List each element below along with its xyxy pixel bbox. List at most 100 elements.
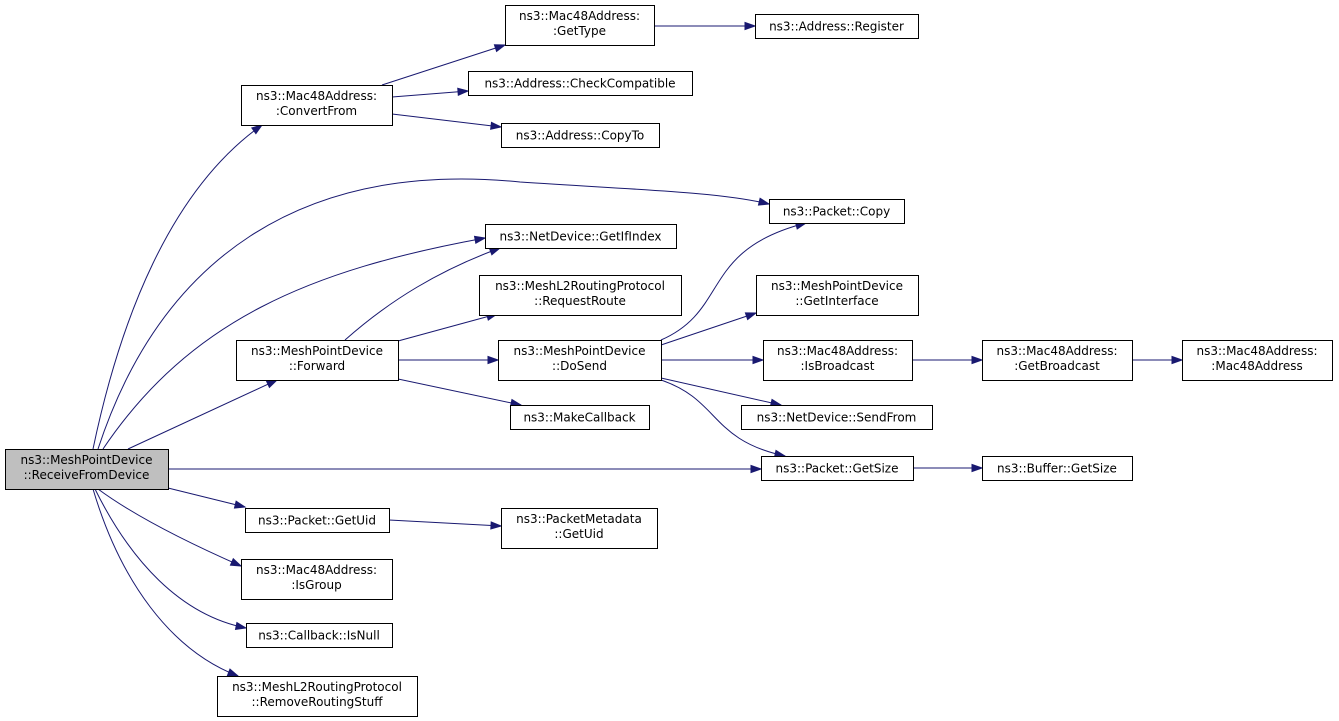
node-label-line: :IsGroup [291,578,341,592]
node-box [498,340,662,381]
edge-pgetsize-to-bgetsize [913,463,984,473]
edge-line [660,379,786,457]
node-label-line: ns3::Mac48Address: [256,563,377,577]
node-box [769,199,905,224]
edge-gettype-to-register [654,21,757,31]
edges-layer [92,21,1184,677]
edge-forward-to-makecallback [397,378,523,407]
edge-line [397,378,522,406]
node-label-line: ::GetUid [554,527,603,541]
node-box [241,85,393,126]
edge-receive-to-pgetuid [167,487,247,509]
node-box [246,623,393,648]
node-box [245,508,390,533]
node-box [5,449,169,490]
node-box [510,405,650,430]
node-label-line: ::Forward [289,359,345,373]
node-label-line: :Mac48Address [1211,359,1302,373]
node-label-line: ns3::Mac48Address: [1197,344,1318,358]
edge-line [97,178,770,450]
edge-arrowhead [1171,355,1184,365]
edge-line [660,222,807,341]
node-label-line: ns3::MeshPointDevice [20,453,152,467]
edge-arrowhead [752,355,765,365]
node-callback-isnull[interactable]: ns3::Callback::IsNull [246,623,393,648]
node-label-line: ns3::Packet::GetUid [258,514,376,528]
node-makecallback[interactable]: ns3::MakeCallback [510,405,650,430]
edge-arrowhead [490,521,503,530]
edge-convertfrom-to-copyto [391,113,503,130]
node-label-line: ::ReceiveFromDevice [24,468,150,482]
edge-line [127,379,278,450]
node-label-line: ns3::MeshPointDevice [513,344,645,358]
edge-dosend-to-sendfrom [660,377,783,407]
edge-arrowhead [493,44,507,53]
node-label-line: ns3::MeshL2RoutingProtocol [495,279,665,293]
edge-receive-to-getifindex [102,235,487,450]
node-mac48address-getbroadcast[interactable]: ns3::Mac48Address::GetBroadcast [982,340,1133,381]
node-label-line: ns3::NetDevice::GetIfIndex [500,230,662,244]
edge-line [391,113,502,128]
node-label-line: ns3::MeshL2RoutingProtocol [232,680,402,694]
node-label-line: ::RequestRoute [534,294,626,308]
node-address-checkcompatible[interactable]: ns3::Address::CheckCompatible [468,71,693,96]
node-packet-getuid[interactable]: ns3::Packet::GetUid [245,508,390,533]
edge-arrowhead [234,621,248,631]
node-netdevice-sendfrom[interactable]: ns3::NetDevice::SendFrom [741,405,933,430]
node-meshpointdevice-receivefromdevice[interactable]: ns3::MeshPointDevice::ReceiveFromDevice [5,449,169,490]
node-mac48address-gettype[interactable]: ns3::Mac48Address::GetType [505,5,655,46]
node-label-line: ns3::MakeCallback [523,411,635,425]
node-box [479,275,682,316]
node-mac48address-convertfrom[interactable]: ns3::Mac48Address::ConvertFrom [241,85,393,126]
edge-forward-to-getifindex [344,247,502,341]
node-address-register[interactable]: ns3::Address::Register [755,14,919,39]
edge-isbroadcast-to-getbroadcast [912,355,984,365]
node-packetmetadata-getuid[interactable]: ns3::PacketMetadata::GetUid [501,508,658,549]
node-meshl2routingprotocol-removeroutingstuff[interactable]: ns3::MeshL2RoutingProtocol::RemoveRoutin… [217,676,418,717]
node-meshl2routingprotocol-requestroute[interactable]: ns3::MeshL2RoutingProtocol::RequestRoute [479,275,682,316]
node-box [763,340,913,381]
node-label-line: ns3::MeshPointDevice [771,279,903,293]
node-mac48address-mac48address[interactable]: ns3::Mac48Address::Mac48Address [1182,340,1333,381]
edge-line [397,313,498,342]
node-box [217,676,418,717]
edge-receive-to-pgetsize [168,464,763,474]
edge-convertfrom-to-checkcompat [391,87,470,98]
edge-receive-to-convertfrom [92,124,264,450]
node-packet-getsize[interactable]: ns3::Packet::GetSize [761,456,914,481]
node-packet-copy[interactable]: ns3::Packet::Copy [769,199,905,224]
edge-line [391,90,469,98]
node-label-line: :GetBroadcast [1014,359,1100,373]
node-address-copyto[interactable]: ns3::Address::CopyTo [501,123,660,148]
edge-line [167,487,246,508]
node-meshpointdevice-forward[interactable]: ns3::MeshPointDevice::Forward [236,340,399,381]
node-label-line: ns3::Mac48Address: [519,9,640,23]
nodes-layer: ns3::MeshPointDevice::ReceiveFromDevicen… [5,5,1333,717]
edge-forward-to-dosend [398,355,500,365]
edge-line [92,488,239,677]
edge-line [660,312,757,346]
edge-arrowhead [757,197,771,206]
node-label-line: ns3::PacketMetadata [516,512,642,526]
node-meshpointdevice-dosend[interactable]: ns3::MeshPointDevice::DoSend [498,340,662,381]
node-buffer-getsize[interactable]: ns3::Buffer::GetSize [982,456,1133,481]
node-label-line: ::GetInterface [795,294,878,308]
node-box [241,559,393,600]
edge-arrowhead [229,557,243,567]
node-mac48address-isbroadcast[interactable]: ns3::Mac48Address::IsBroadcast [763,340,913,381]
node-label-line: ns3::Mac48Address: [997,344,1118,358]
edge-line [381,44,506,86]
edge-arrowhead [490,121,503,130]
edge-arrowhead [251,124,264,135]
edge-line [102,237,486,450]
edge-arrowhead [233,500,247,509]
edge-line [660,377,782,406]
edge-receive-to-pcopy [97,178,771,450]
node-meshpointdevice-getinterface[interactable]: ns3::MeshPointDevice::GetInterface [756,275,919,316]
node-mac48address-isgroup[interactable]: ns3::Mac48Address::IsGroup [241,559,393,600]
edge-arrowhead [473,235,487,245]
edge-forward-to-requestroute [397,312,499,342]
node-netdevice-getifindex[interactable]: ns3::NetDevice::GetIfIndex [485,224,677,249]
edge-line [388,519,502,527]
node-label-line: ns3::Callback::IsNull [258,629,380,643]
